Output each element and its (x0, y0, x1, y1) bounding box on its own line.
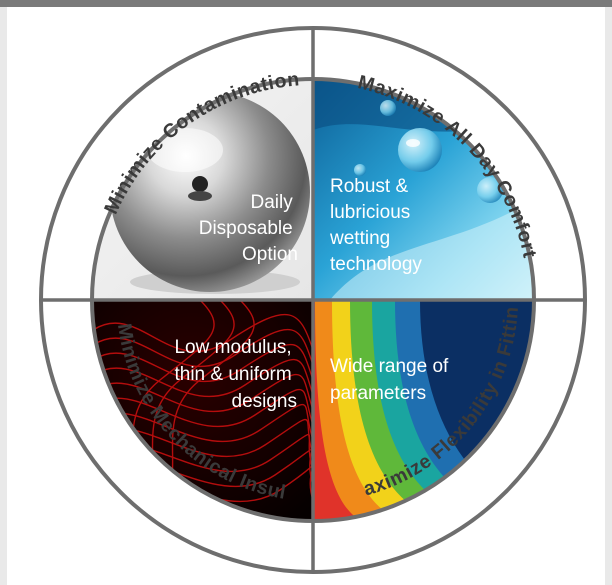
caption-top-right: Robust & lubricious wetting technology (329, 176, 422, 275)
caption-bottom-left: Low modulus, thin & uniform designs (174, 337, 297, 412)
caption-bottom-right: Wide range of parameters (330, 356, 454, 404)
rainbow-bands-icon (313, 300, 533, 520)
right-frame-bar (605, 7, 612, 585)
left-frame-bar (0, 7, 7, 585)
top-frame-bar (0, 0, 612, 7)
quadrant-bottom-right (313, 300, 533, 520)
caption-top-left: Daily Disposable Option (199, 192, 298, 265)
